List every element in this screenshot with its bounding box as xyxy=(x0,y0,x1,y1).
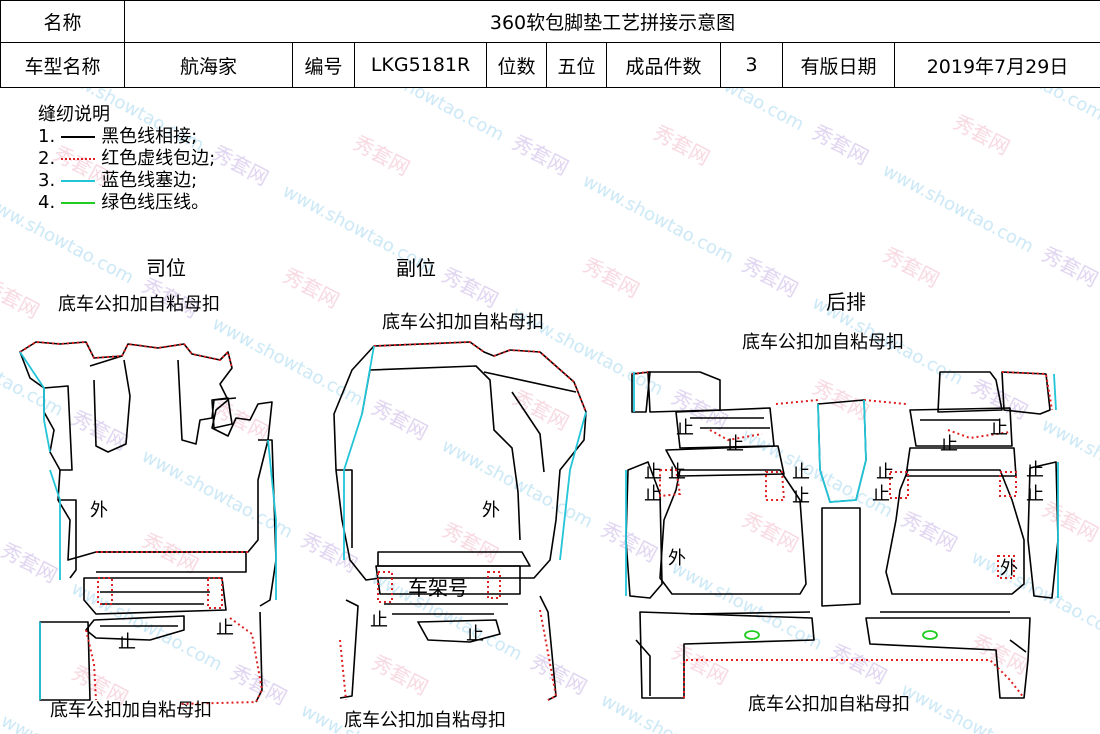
stop-mark: 止 xyxy=(726,434,744,455)
red-dotted-swatch xyxy=(61,158,96,160)
rear-piping-center xyxy=(775,399,907,405)
sheet-title: 360软包脚垫工艺拼接示意图 xyxy=(123,0,1100,43)
rear-piping-tab-right xyxy=(997,555,1015,579)
stop-mark: 止 xyxy=(940,434,958,455)
rear-tuck-left xyxy=(625,372,635,596)
pieces-value: 3 xyxy=(720,42,783,88)
stop-mark: 止 xyxy=(668,462,686,483)
seats-value: 五位 xyxy=(546,42,607,88)
stop-mark: 止 xyxy=(1026,484,1044,505)
passenger-outside-mark: 外 xyxy=(482,500,500,521)
stop-mark: 止 xyxy=(792,462,810,483)
stop-mark: 止 xyxy=(644,462,662,483)
legend-title: 缝纫说明 xyxy=(38,104,110,125)
seats-label: 位数 xyxy=(486,42,547,88)
green-line-swatch xyxy=(61,202,96,204)
driver-tuck-left xyxy=(19,351,61,580)
passenger-tuck-right xyxy=(559,411,587,561)
passenger-clip-note-bottom: 底车公扣加自粘母扣 xyxy=(344,710,506,731)
driver-piping-tabs xyxy=(97,577,223,609)
black-line-swatch xyxy=(61,136,96,138)
rear-left-outside-mark: 外 xyxy=(668,548,686,569)
passenger-piping-top xyxy=(373,340,587,413)
passenger-piping-lower xyxy=(339,609,558,701)
driver-piping-top xyxy=(19,340,233,369)
driver-outside-mark: 外 xyxy=(90,500,108,521)
driver-clip-note-bottom: 底车公扣加自粘母扣 xyxy=(50,700,212,721)
stop-mark: 止 xyxy=(118,632,136,653)
passenger-tuck-left xyxy=(343,345,375,560)
model-value: 航海家 xyxy=(124,42,293,88)
stop-mark: 止 xyxy=(644,484,662,505)
date-value: 2019年7月29日 xyxy=(893,42,1100,88)
driver-piping-left xyxy=(85,629,97,701)
stop-mark: 止 xyxy=(676,418,694,439)
stop-mark: 止 xyxy=(466,624,484,645)
rear-right-outside-mark: 外 xyxy=(1000,558,1018,579)
driver-title: 司位 xyxy=(146,256,186,280)
header-table: 名称 360软包脚垫工艺拼接示意图 车型名称 航海家 编号 LKG5181R 位… xyxy=(0,0,1100,88)
frame-number-label: 车架号 xyxy=(408,576,468,600)
rear-title: 后排 xyxy=(826,290,866,314)
legend-item-black: 1. 黑色线相接; xyxy=(38,126,198,147)
legend-item-cyan: 3. 蓝色线塞边; xyxy=(38,170,198,191)
legend-item-red: 2. 红色虚线包边; xyxy=(38,148,216,169)
rear-tuck-center xyxy=(817,399,867,503)
rear-clip-note-top: 底车公扣加自粘母扣 xyxy=(742,332,904,353)
rear-tuck-right xyxy=(1053,373,1059,598)
cyan-line-swatch xyxy=(61,180,96,182)
sewing-legend: 缝纫说明 1. 黑色线相接; 2. 红色虚线包边; 3. 蓝色线塞边; 4. 绿… xyxy=(38,104,215,214)
stop-mark: 止 xyxy=(216,618,234,639)
rear-piping-tabs xyxy=(659,469,1017,501)
passenger-clip-note-top: 底车公扣加自粘母扣 xyxy=(382,312,544,333)
name-label: 名称 xyxy=(0,0,125,43)
driver-clip-note-top: 底车公扣加自粘母扣 xyxy=(58,294,220,315)
stop-mark: 止 xyxy=(370,610,388,631)
rear-piping-inner xyxy=(709,429,1011,442)
date-label: 有版日期 xyxy=(782,42,895,88)
stop-mark: 止 xyxy=(872,484,890,505)
rear-left-stitch-mark xyxy=(744,630,760,640)
passenger-title: 副位 xyxy=(396,256,436,280)
pieces-label: 成品件数 xyxy=(606,42,721,88)
stop-mark: 止 xyxy=(792,486,810,507)
stop-mark: 止 xyxy=(990,418,1008,439)
driver-tuck-right xyxy=(267,439,277,600)
legend-item-green: 4. 绿色线压线。 xyxy=(38,192,210,213)
rear-mat xyxy=(625,371,1059,699)
stop-mark: 止 xyxy=(876,462,894,483)
rear-clip-note-bottom: 底车公扣加自粘母扣 xyxy=(748,694,910,715)
stop-mark: 止 xyxy=(1026,460,1044,481)
rear-right-stitch-mark xyxy=(922,630,938,640)
